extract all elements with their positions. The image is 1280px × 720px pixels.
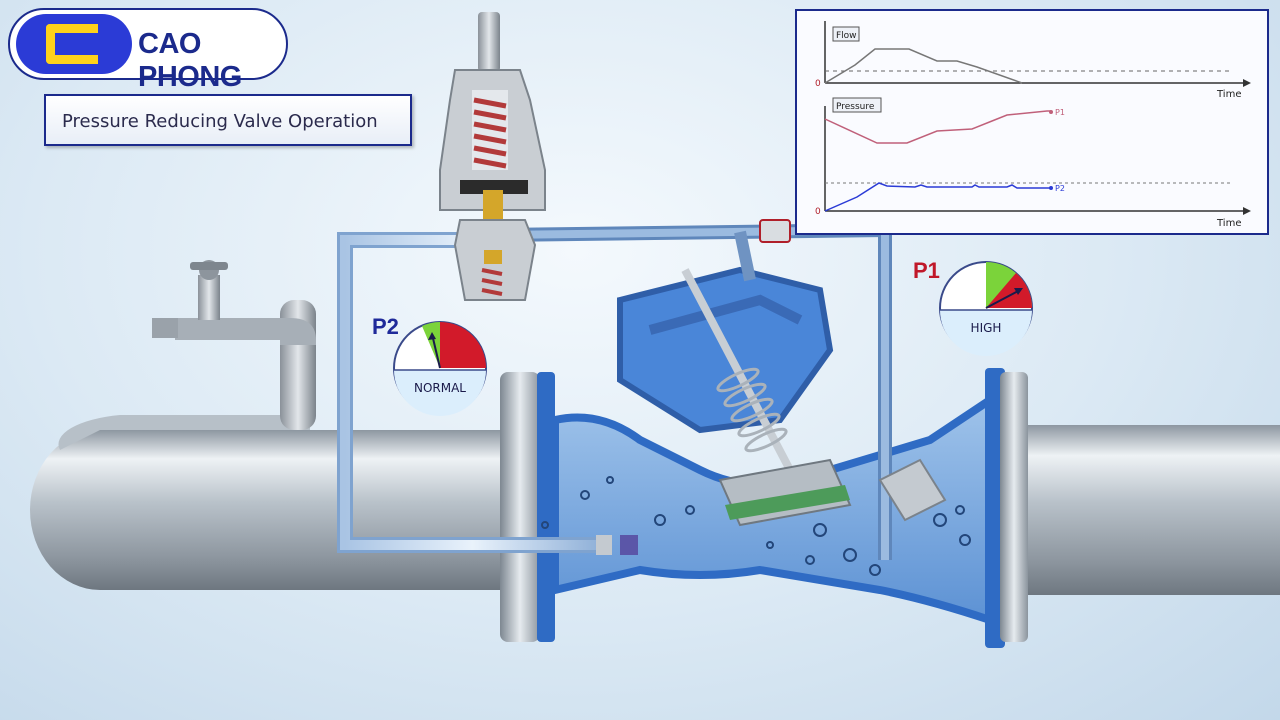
graph-panel: Flow 0 Time Pressure 0 Time P1 P2 [795, 9, 1269, 235]
pressure-label: Pressure [836, 102, 875, 112]
inlet-flange [500, 372, 555, 642]
p1-status: HIGH [971, 321, 1002, 335]
pressure-origin: 0 [815, 207, 821, 217]
p2-line [824, 182, 1051, 212]
p1-series-label: P1 [1055, 108, 1065, 117]
water-bubbles [541, 476, 971, 576]
strainer [878, 458, 947, 522]
pilot-valve [439, 12, 546, 301]
flow-x-label: Time [1216, 89, 1241, 100]
logo-mark [16, 14, 132, 74]
flow-label: Flow [836, 31, 857, 41]
brand-name: CAO PHONG [138, 28, 242, 93]
page-title-text: Pressure Reducing Valve Operation [62, 111, 378, 132]
flow-origin: 0 [815, 79, 821, 89]
outlet-flange [985, 368, 1028, 648]
valve-stem [681, 268, 852, 527]
faucet [152, 260, 316, 430]
p2-gauge: NORMAL [393, 321, 487, 416]
inlet-pipe [30, 415, 505, 590]
p1-line [824, 110, 1051, 144]
tube-fitting [759, 219, 791, 243]
page-title: Pressure Reducing Valve Operation [44, 94, 412, 146]
flow-line [824, 48, 1023, 84]
pilot-tube-downstream [337, 232, 600, 553]
p2-gauge-title: P2 [372, 314, 399, 339]
p2-series-label: P2 [1055, 184, 1065, 193]
p1-gauge-title: P1 [913, 258, 940, 283]
brand-logo: CAO PHONG [8, 8, 288, 93]
p2-status: NORMAL [414, 381, 466, 395]
outlet-pipe [1000, 425, 1280, 595]
p1-gauge: HIGH [939, 261, 1033, 356]
pressure-x-label: Time [1216, 218, 1241, 229]
tube-connector-left [596, 535, 638, 555]
